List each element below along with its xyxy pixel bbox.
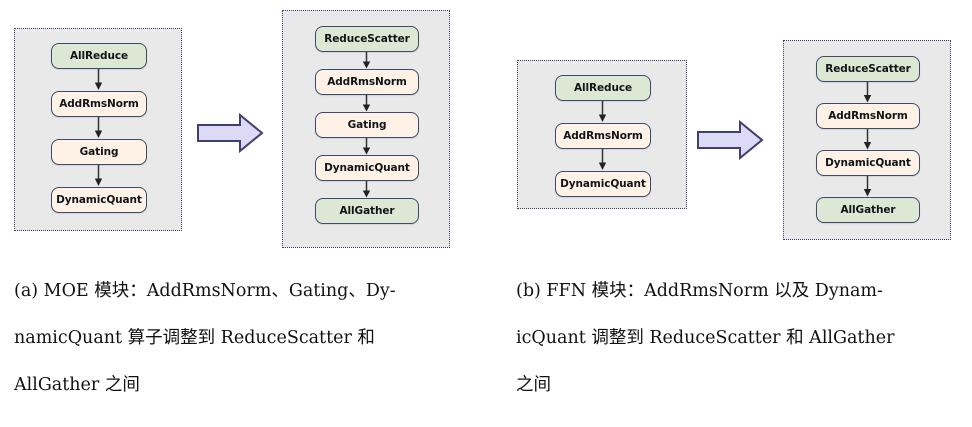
node-addrmsnorm[interactable]: AddRmsNorm bbox=[555, 123, 651, 149]
node-allreduce[interactable]: AllReduce bbox=[51, 43, 147, 69]
flow-connector-icon bbox=[362, 138, 371, 155]
node-addrmsnorm[interactable]: AddRmsNorm bbox=[315, 69, 419, 95]
flow-connector-icon bbox=[598, 101, 607, 122]
caption-b-line-2: icQuant 调整到 ReduceScatter 和 AllGather bbox=[516, 328, 895, 348]
caption-a-line-2: namicQuant 算子调整到 ReduceScatter 和 bbox=[14, 328, 375, 348]
node-dynamicquant[interactable]: DynamicQuant bbox=[816, 150, 920, 176]
flow-connector-icon bbox=[863, 129, 872, 150]
flow-connector-icon bbox=[863, 82, 872, 103]
caption-a-line-1: (a) MOE 模块：AddRmsNorm、Gating、Dy- bbox=[14, 281, 396, 301]
node-allreduce[interactable]: AllReduce bbox=[555, 75, 651, 101]
node-dynamicquant[interactable]: DynamicQuant bbox=[555, 171, 651, 197]
caption-b-line-1: (b) FFN 模块：AddRmsNorm 以及 Dynam- bbox=[516, 281, 883, 301]
node-reducescatter[interactable]: ReduceScatter bbox=[816, 56, 920, 82]
flow-connector-icon bbox=[362, 95, 371, 112]
flow-connector-icon bbox=[94, 69, 103, 90]
flow-connector-icon bbox=[94, 117, 103, 138]
transform-arrow-a-icon bbox=[197, 112, 264, 154]
caption-a-line-3: AllGather 之间 bbox=[14, 375, 140, 395]
diagram-b: AllReduce AddRmsNorm DynamicQuant Reduce… bbox=[486, 0, 972, 258]
moe-before-group: AllReduce AddRmsNorm Gating DynamicQuant bbox=[14, 28, 182, 231]
subfigure-a-moe: AllReduce AddRmsNorm Gating DynamicQuant bbox=[0, 0, 486, 409]
caption-a: (a) MOE 模块：AddRmsNorm、Gating、Dy- namicQu… bbox=[14, 268, 396, 409]
node-allgather[interactable]: AllGather bbox=[816, 197, 920, 223]
diagram-a: AllReduce AddRmsNorm Gating DynamicQuant bbox=[0, 0, 486, 258]
ffn-before-group: AllReduce AddRmsNorm DynamicQuant bbox=[517, 60, 687, 209]
node-dynamicquant[interactable]: DynamicQuant bbox=[51, 187, 147, 213]
node-reducescatter[interactable]: ReduceScatter bbox=[315, 26, 419, 52]
flow-connector-icon bbox=[598, 149, 607, 170]
node-dynamicquant[interactable]: DynamicQuant bbox=[315, 155, 419, 181]
node-addrmsnorm[interactable]: AddRmsNorm bbox=[51, 91, 147, 117]
ffn-after-group: ReduceScatter AddRmsNorm DynamicQuant Al… bbox=[783, 40, 951, 240]
node-gating[interactable]: Gating bbox=[51, 139, 147, 165]
node-gating[interactable]: Gating bbox=[315, 112, 419, 138]
flow-connector-icon bbox=[94, 165, 103, 186]
node-addrmsnorm[interactable]: AddRmsNorm bbox=[816, 103, 920, 129]
moe-after-group: ReduceScatter AddRmsNorm Gating DynamicQ… bbox=[282, 10, 450, 248]
caption-b: (b) FFN 模块：AddRmsNorm 以及 Dynam- icQuant … bbox=[516, 268, 894, 409]
subfigure-b-ffn: AllReduce AddRmsNorm DynamicQuant Reduce… bbox=[486, 0, 972, 427]
node-allgather[interactable]: AllGather bbox=[315, 198, 419, 224]
flow-connector-icon bbox=[362, 52, 371, 69]
flow-connector-icon bbox=[362, 181, 371, 198]
caption-b-line-3: 之间 bbox=[516, 375, 551, 395]
transform-arrow-b-icon bbox=[697, 119, 764, 161]
flow-connector-icon bbox=[863, 176, 872, 197]
